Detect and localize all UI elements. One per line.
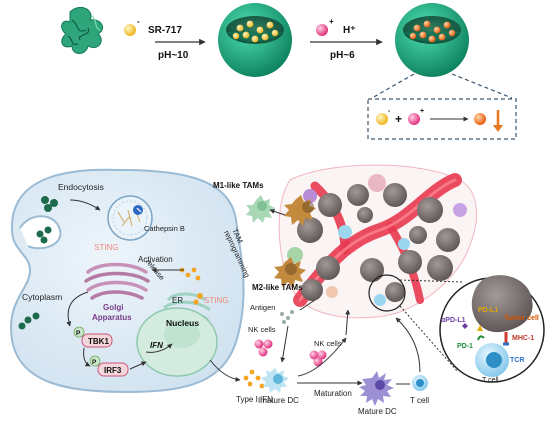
condition-ph10: pH~10	[158, 50, 189, 61]
m1-tam	[246, 195, 275, 223]
imature-dc-label: Imature DC	[258, 396, 299, 405]
t-cell-bottom	[412, 375, 428, 391]
tbk1-node	[73, 326, 113, 348]
m2-tam	[274, 257, 306, 288]
cation-charge: +	[329, 17, 334, 26]
t-cell-label-bottom: T cell	[410, 396, 429, 405]
svg-text:P: P	[92, 359, 97, 366]
tme-immune-cells	[284, 174, 467, 306]
zoom-line-right	[451, 73, 513, 99]
golgi-label-2: Apparatus	[92, 313, 132, 322]
type1-ifn-molecules	[243, 369, 265, 389]
released-drug	[179, 267, 201, 281]
er-label: ER	[172, 296, 183, 305]
pdl1-label: PD-L1	[478, 307, 498, 314]
nanoparticle-activated	[395, 3, 469, 77]
golgi-apparatus	[84, 262, 150, 300]
sr717-molecule: - SR-717	[124, 17, 182, 36]
mature-dc	[359, 371, 394, 406]
salt-formation-equation: - + +	[376, 108, 503, 132]
nk-cells-2	[309, 350, 327, 367]
sting-label-er: STING	[204, 296, 228, 305]
cell-nanoparticles	[18, 196, 58, 330]
endocytosis-label: Endocytosis	[58, 182, 104, 192]
zoom-line-left	[371, 73, 415, 99]
proton-label: H⁺	[343, 25, 356, 36]
m1-label: M1-like TAMs	[213, 181, 264, 190]
m2-label: M2-like TAMs	[252, 283, 303, 292]
cathepsin-label: Cathepsin B	[144, 224, 185, 233]
salt-dots	[409, 20, 456, 43]
drug-dots	[232, 20, 279, 43]
tcr-label: TCR	[510, 357, 524, 364]
nk-label-2: NK cells	[314, 339, 342, 348]
mature-dc-label: Mature DC	[358, 407, 397, 416]
ifn-gene-label: IFN	[150, 341, 163, 350]
protein-structure-icon	[61, 7, 103, 54]
anion-charge: -	[137, 17, 140, 26]
zoom-circle-small	[368, 274, 406, 312]
antigen-dots	[280, 310, 294, 324]
drug-label: SR-717	[148, 25, 182, 36]
cytoplasm-label: Cytoplasm	[22, 292, 62, 302]
apdl1-label: αPD-L1	[441, 317, 466, 324]
lysosome	[107, 195, 153, 241]
nk-label-1: NK cells	[248, 325, 276, 334]
nucleus-label: Nucleus	[166, 318, 199, 328]
irf3-label: IRF3	[104, 366, 122, 375]
tumor-cells	[297, 183, 460, 302]
condition-ph6: pH~6	[330, 50, 355, 61]
tumor-cell-label: Tumor cell	[504, 315, 539, 322]
sting-label-top: STING	[94, 243, 118, 252]
imature-dc	[261, 368, 289, 393]
nanoparticle-loaded	[218, 3, 292, 77]
cathepsin-b-icon	[133, 205, 143, 215]
type1-ifn-label: Type I IFN	[236, 395, 273, 404]
svg-text:P: P	[76, 330, 81, 337]
plus-sign: +	[395, 112, 402, 126]
svg-text:+: +	[420, 108, 424, 115]
antigen-label: Antigen	[250, 303, 275, 312]
drug-anion-icon	[124, 24, 136, 36]
t-cell-label-inset: T cell	[482, 377, 499, 384]
proton-icon: + H⁺	[316, 17, 356, 36]
golgi-label-1: Golgi	[103, 303, 123, 312]
irf3-node	[89, 355, 129, 377]
pd1-label: PD-1	[457, 343, 473, 350]
mhc-label: MHC-1	[512, 335, 534, 342]
nucleus	[136, 307, 218, 377]
activation-label: Activation	[138, 255, 173, 264]
svg-text:-: -	[388, 108, 391, 115]
immune-checkpoint-inset	[439, 275, 545, 383]
tbk1-label: TBK1	[88, 337, 109, 346]
maturation-label: Maturation	[314, 389, 352, 398]
nk-cells-1	[254, 339, 273, 357]
